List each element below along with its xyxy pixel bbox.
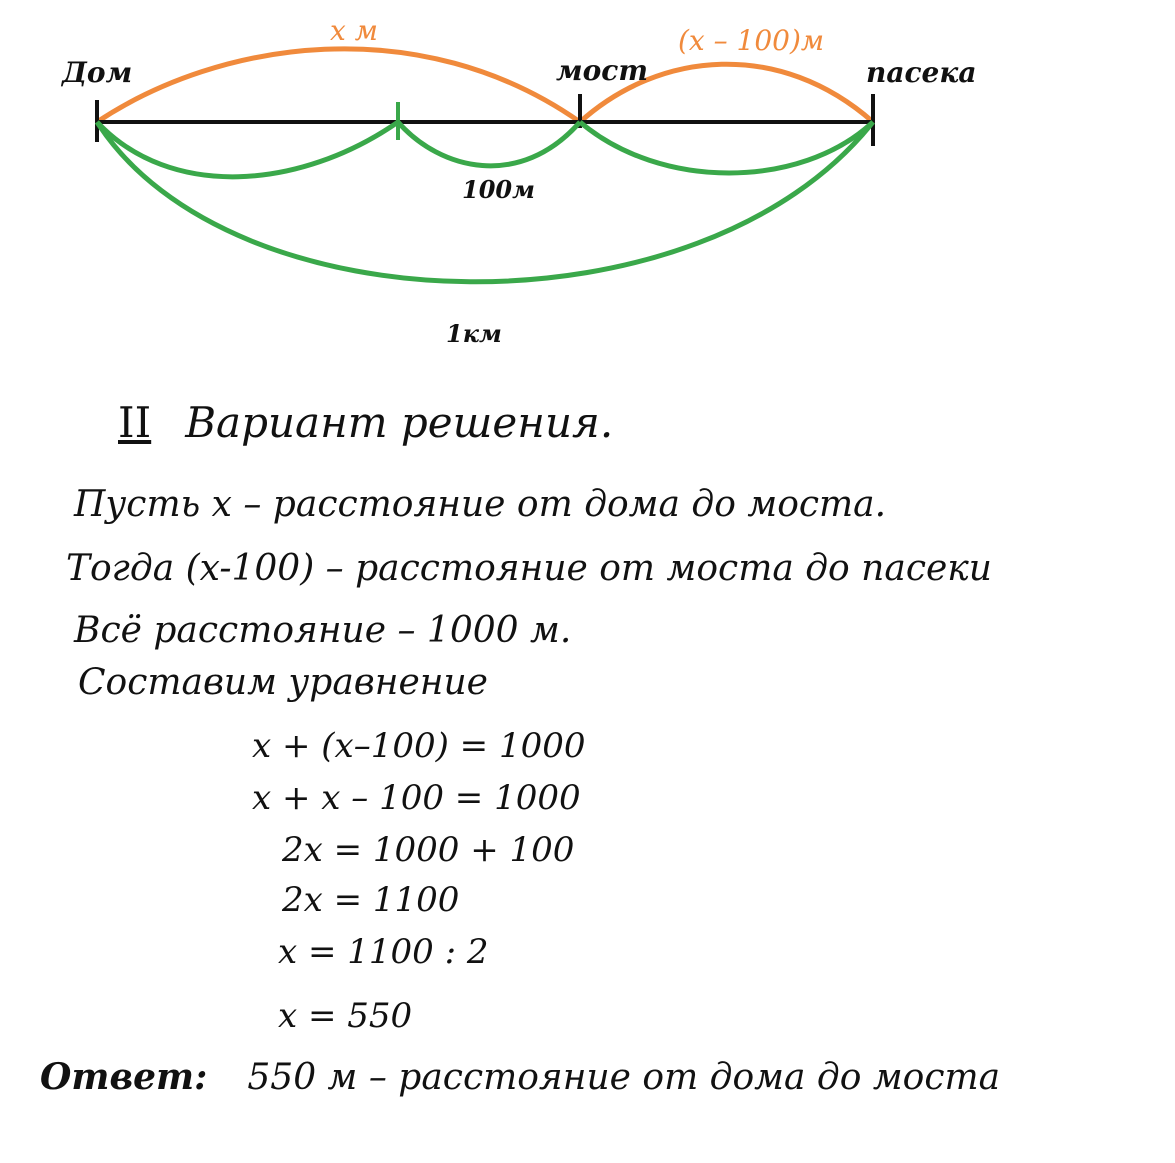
distance-diagram: Дом мост пасека x м (x – 100)м 100м 1км: [60, 14, 976, 348]
line-then: Тогда (x-100) – расстояние от моста до п…: [66, 548, 992, 589]
equation-3: 2x = 1000 + 100: [282, 830, 575, 870]
line-total-distance: Всё расстояние – 1000 м.: [74, 610, 572, 651]
label-total: 1км: [446, 319, 502, 348]
equation-2: x + x – 100 = 1000: [252, 778, 581, 818]
line-compose-equation: Составим уравнение: [78, 662, 488, 703]
arc-middle-to-bridge: [396, 120, 582, 169]
equation-5: x = 1100 : 2: [278, 932, 489, 972]
label-difference: 100м: [462, 175, 535, 204]
answer-text: 550 м – расстояние от дома до моста: [247, 1057, 1001, 1098]
arc-home-to-middle: [95, 119, 400, 180]
equation-6: x = 550: [278, 996, 413, 1036]
arc-bridge-to-apiary-green: [578, 120, 875, 176]
answer-label: Ответ:: [40, 1056, 208, 1098]
equation-4: 2x = 1100: [282, 880, 460, 920]
label-home: Дом: [60, 56, 132, 89]
heading-text: Вариант решения.: [185, 398, 614, 447]
label-home-to-bridge: x м: [330, 14, 378, 47]
arc-total: [94, 120, 875, 285]
arc-home-to-bridge: [95, 46, 582, 125]
label-bridge-to-apiary: (x – 100)м: [678, 24, 824, 57]
heading-roman-numeral: II: [118, 398, 152, 447]
equation-1: x + (x–100) = 1000: [252, 726, 586, 766]
line-let-x: Пусть x – расстояние от дома до моста.: [74, 484, 887, 525]
label-bridge: мост: [556, 54, 648, 87]
arc-bridge-to-apiary: [578, 61, 875, 124]
solution-heading: II Вариант решения.: [118, 398, 613, 447]
answer-line: Ответ: 550 м – расстояние от дома до мост…: [40, 1056, 1000, 1098]
label-apiary: пасека: [866, 56, 976, 89]
